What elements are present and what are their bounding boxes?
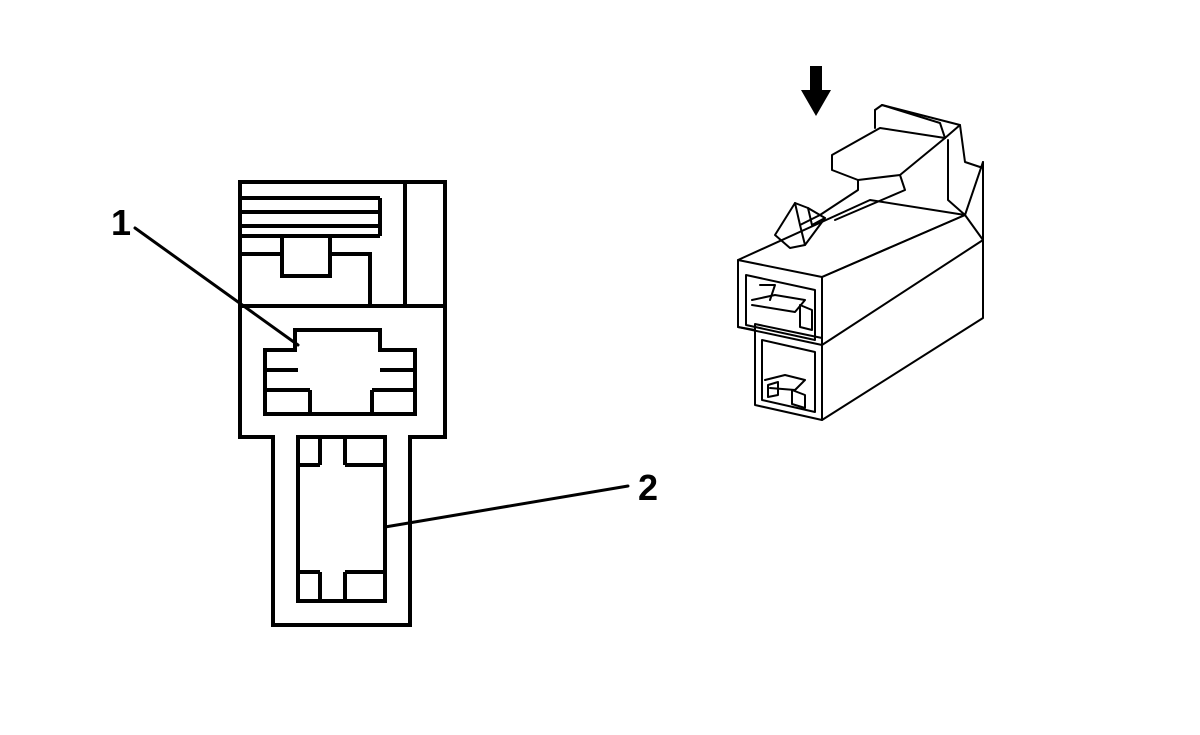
latch-strips — [240, 196, 382, 238]
connector-outline — [238, 180, 447, 627]
terminal-cavity-2 — [296, 435, 387, 603]
callout-label-2: 2 — [638, 467, 658, 508]
callout-label-1: 1 — [111, 202, 131, 243]
leader-line-2 — [383, 484, 630, 529]
latch-top — [831, 127, 946, 181]
front-cavity-lower — [761, 339, 816, 413]
leader-line-1 — [133, 226, 300, 347]
down-arrow-icon — [801, 66, 831, 116]
housing-side — [821, 161, 984, 346]
connector-isometric-view — [737, 66, 984, 421]
housing-top — [737, 199, 966, 278]
connector-face-view: 1 2 — [111, 180, 658, 627]
latch-tab — [240, 252, 372, 306]
terminal-cavity-1 — [263, 328, 417, 416]
front-cavity-upper — [745, 274, 816, 341]
